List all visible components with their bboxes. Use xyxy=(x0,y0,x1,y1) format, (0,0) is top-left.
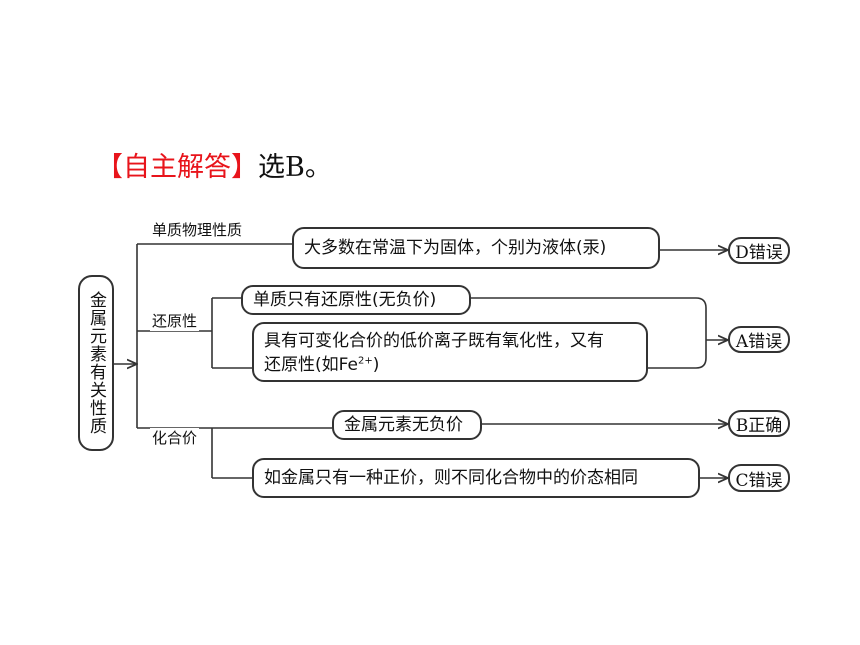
answer-heading: 【自主解答】选B。 xyxy=(96,148,332,188)
result-d: D错误 xyxy=(728,237,790,264)
statement-solid: 大多数在常温下为固体，个别为液体(汞) xyxy=(292,227,660,269)
statement-single-valence: 如金属只有一种正价，则不同化合物中的价态相同 xyxy=(252,458,700,498)
result-c: C错误 xyxy=(728,464,790,492)
statement-no-negative: 金属元素无负价 xyxy=(332,410,482,440)
answer-choice: 选B。 xyxy=(258,152,332,183)
statement-variable-valence: 具有可变化合价的低价离子既有氧化性，又有 还原性(如Fe2+) xyxy=(252,322,648,382)
branch-label-reducing: 还原性 xyxy=(150,311,200,331)
branch-label-valence: 化合价 xyxy=(150,428,200,448)
result-b: B正确 xyxy=(728,410,790,437)
answer-tag: 【自主解答】 xyxy=(96,152,258,183)
statement-reducing-only: 单质只有还原性(无负价) xyxy=(241,285,471,315)
merge-a xyxy=(470,297,707,369)
result-a: A错误 xyxy=(728,326,790,353)
root-node: 金属元素有关性质 xyxy=(78,275,114,451)
branch-label-physical: 单质物理性质 xyxy=(150,220,245,240)
